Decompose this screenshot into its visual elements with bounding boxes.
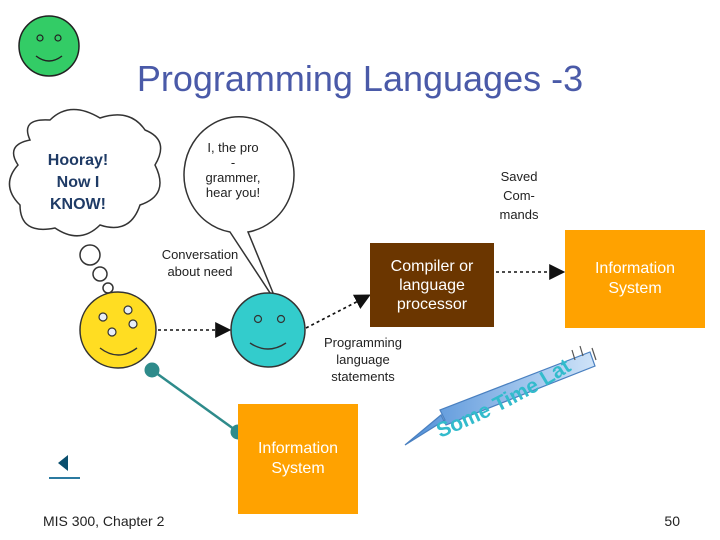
conversation-label: Conversation about need xyxy=(150,246,250,280)
back-arrow-icon[interactable] xyxy=(49,455,80,479)
compiler-line: language xyxy=(399,276,465,294)
thought-bubble-text: Hooray! Now I KNOW! xyxy=(28,150,128,216)
conversation-line: about need xyxy=(167,264,233,279)
info-line: Information xyxy=(257,440,339,457)
page-number: 50 xyxy=(664,513,680,529)
green-smiley-icon xyxy=(18,15,80,77)
dash-mark xyxy=(591,347,597,361)
saved-commands-label: Saved Com- mands xyxy=(484,167,554,224)
info-line: System xyxy=(271,460,325,477)
speech-line: grammer, xyxy=(205,170,261,185)
statements-arrow xyxy=(305,294,371,329)
compiler-box: Compiler or language processor xyxy=(370,243,494,327)
thought-line: Hooray! xyxy=(47,152,109,169)
info-line: System xyxy=(608,280,662,297)
saved-commands-line: mands xyxy=(499,207,539,222)
saved-commands-line: Com- xyxy=(503,188,535,203)
info-line: Information xyxy=(594,260,676,277)
statements-line: language xyxy=(336,352,390,367)
statements-label: Programming language statements xyxy=(312,334,414,385)
dash-mark xyxy=(571,349,576,361)
compiler-line: processor xyxy=(396,295,468,313)
speech-bubble-text: I, the pro - grammer, hear you! xyxy=(190,140,276,200)
thought-line: KNOW! xyxy=(50,196,106,213)
footer-course: MIS 300, Chapter 2 xyxy=(43,513,165,529)
statements-line: Programming xyxy=(323,335,403,350)
information-system-box-right: Information System xyxy=(565,230,705,328)
yellow-smiley-icon xyxy=(79,291,157,369)
statements-line: statements xyxy=(331,369,395,384)
cyan-smiley-icon xyxy=(230,292,306,368)
thought-line: Now I xyxy=(56,174,100,191)
later-arrow-shape xyxy=(404,351,596,446)
conversation-line: Conversation xyxy=(161,247,239,262)
thought-cloud-shape xyxy=(8,108,162,294)
speech-line: hear you! xyxy=(205,185,261,200)
teal-connector xyxy=(144,362,246,440)
slide-title: Programming Languages -3 xyxy=(136,58,584,99)
information-system-box-bottom: Information System xyxy=(238,404,358,514)
compiler-line: Compiler or xyxy=(390,257,474,275)
dash-mark xyxy=(579,345,584,357)
speech-line: I, the pro xyxy=(207,140,259,155)
speech-balloon-shape xyxy=(183,116,295,306)
saved-commands-line: Saved xyxy=(500,169,538,184)
speech-line: - xyxy=(230,155,236,170)
